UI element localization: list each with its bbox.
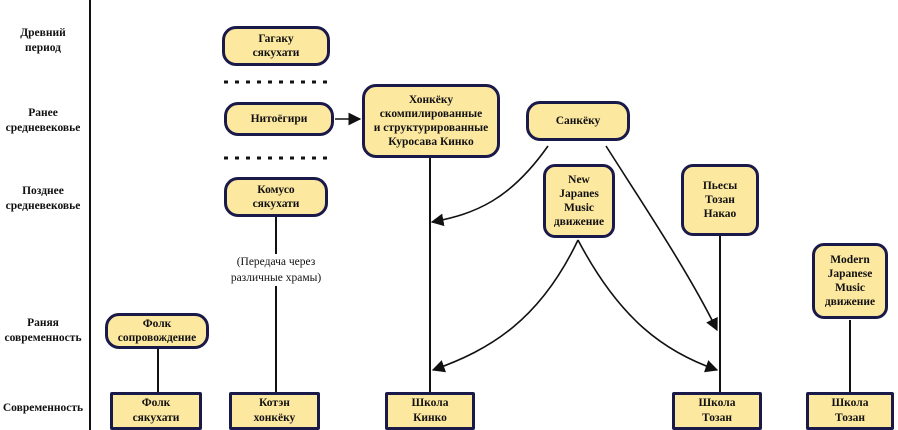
node-new-japanese-line: Japanes <box>559 188 599 200</box>
node-honkyoku-line: и структурированные <box>373 122 489 134</box>
period-late-medieval-line1: Позднее <box>22 185 64 197</box>
period-late-medieval: Позднее средневековье <box>0 184 86 214</box>
period-ancient-line2: период <box>25 42 61 54</box>
node-nitoegiri: Нитоёгири <box>224 102 334 136</box>
node-koten-honkyoku-line: Котэн <box>259 397 290 409</box>
node-gagaku-line: Гагаку <box>258 33 294 45</box>
node-folk-shakuhachi-line: Фолк <box>141 397 171 409</box>
node-pieces-tozan-line: Накао <box>703 208 737 220</box>
node-school-kinko-line: Школа <box>411 397 449 409</box>
arrow-newjapanese-kinko <box>431 239 579 373</box>
period-early-medieval: Ранее средневековье <box>0 106 86 136</box>
node-modern-japanese-line: Music <box>834 282 866 294</box>
node-honkyoku: Хонкёку скомпилированные и структурирова… <box>362 84 500 158</box>
node-folk-shakuhachi: Фолк сякухати <box>110 392 202 430</box>
arrow-sankyo-kinko <box>430 145 549 227</box>
node-pieces-tozan-line: Тозан <box>705 194 735 206</box>
transmission-note-line2: различные храмы) <box>230 272 322 284</box>
arrow-sankyo-tozan <box>605 145 718 332</box>
transmission-note: (Передача через различные храмы) <box>214 254 338 286</box>
period-late-medieval-line2: средневековье <box>5 200 81 212</box>
node-honkyoku-line: Хонкёку <box>408 94 454 106</box>
node-new-japanese-line: движение <box>553 216 605 228</box>
node-new-japanese-line: Music <box>563 202 595 214</box>
node-school-tozan-modern-line: Тозан <box>835 412 865 424</box>
node-school-tozan-line: Школа <box>698 397 736 409</box>
node-modern-japanese-line: Japanese <box>827 268 873 280</box>
node-folk-accompaniment-line: Фолк <box>142 318 172 330</box>
period-early-modern: Раняя современность <box>0 316 86 346</box>
node-school-kinko-line: Кинко <box>413 412 447 424</box>
node-gagaku: Гагаку сякухати <box>222 26 330 66</box>
node-folk-accompaniment: Фолк сопровождение <box>105 313 209 349</box>
node-folk-accompaniment-line: сопровождение <box>117 332 197 344</box>
node-koten-honkyoku: Котэн хонкёку <box>229 392 320 430</box>
node-school-tozan-line: Тозан <box>702 412 732 424</box>
arrow-newjapanese-tozan <box>577 239 719 373</box>
node-honkyoku-line: Куросава Кинко <box>388 136 474 148</box>
node-koten-honkyoku-line: хонкёку <box>253 412 296 424</box>
period-modern: Современность <box>0 401 86 416</box>
node-komuso-line: сякухати <box>252 198 300 210</box>
node-folk-shakuhachi-line: сякухати <box>132 412 180 424</box>
period-early-modern-line1: Раняя <box>27 317 59 329</box>
period-ancient: Древний период <box>0 26 86 56</box>
node-honkyoku-line: скомпилированные <box>379 108 483 120</box>
period-early-modern-line2: современность <box>4 332 82 344</box>
node-komuso-line: Комусо <box>257 184 295 196</box>
node-modern-japanese-line: Modern <box>830 254 870 266</box>
period-early-medieval-line2: средневековье <box>5 122 81 134</box>
period-ancient-line1: Древний <box>20 27 66 39</box>
node-gagaku-line: сякухати <box>252 47 300 59</box>
node-new-japanese-line: New <box>568 174 590 186</box>
node-modern-japanese-line: движение <box>824 296 876 308</box>
period-early-medieval-line1: Ранее <box>28 107 58 119</box>
node-modern-japanese-music: Modern Japanese Music движение <box>812 243 888 319</box>
node-pieces-tozan-nakao: Пьесы Тозан Накао <box>681 164 759 236</box>
node-new-japanese-music: New Japanes Music движение <box>543 164 615 238</box>
node-sankyo: Санкёку <box>526 101 630 141</box>
node-nitoegiri-line: Нитоёгири <box>250 113 308 125</box>
node-sankyo-line: Санкёку <box>555 115 601 127</box>
node-komuso: Комусо сякухати <box>224 177 328 217</box>
period-modern-line1: Современность <box>2 402 84 414</box>
node-pieces-tozan-line: Пьесы <box>702 180 738 192</box>
node-school-tozan-modern-line: Школа <box>831 397 869 409</box>
transmission-note-line1: (Передача через <box>236 256 316 268</box>
